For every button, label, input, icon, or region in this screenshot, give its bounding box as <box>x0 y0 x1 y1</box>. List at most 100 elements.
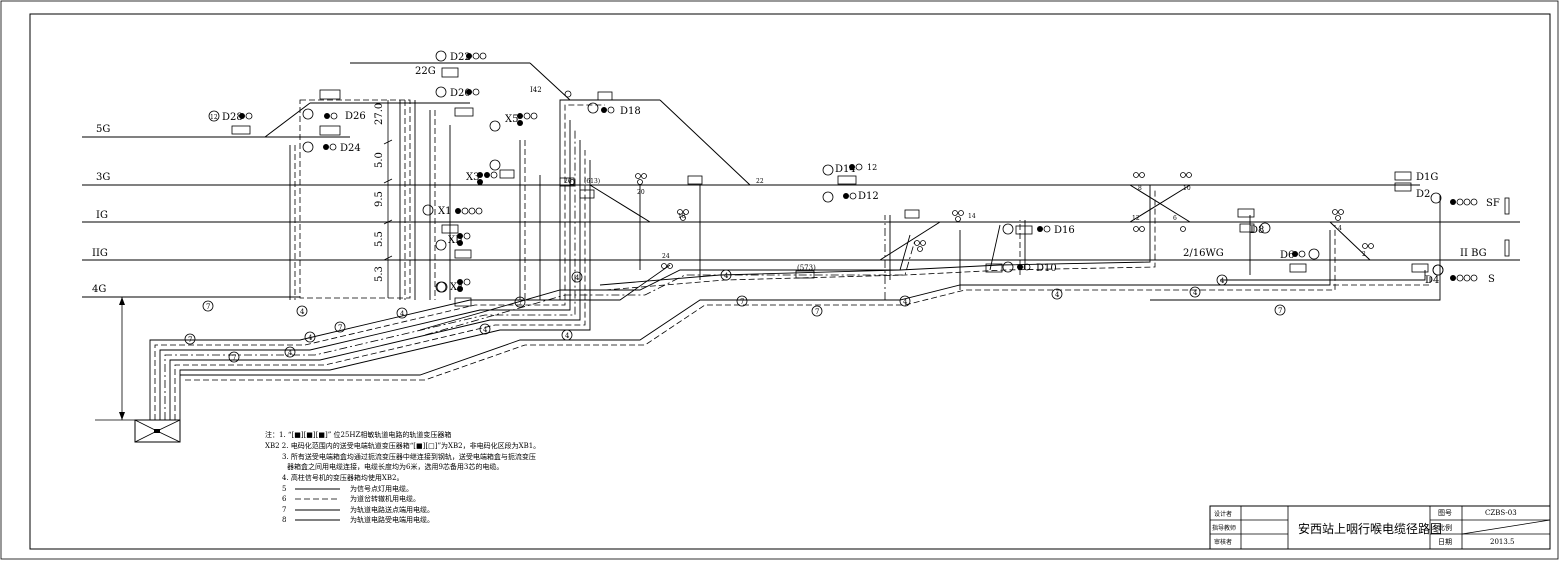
svg-text:4: 4 <box>300 308 305 316</box>
date-value: 2013.5 <box>1490 538 1515 546</box>
svg-text:4: 4 <box>903 298 908 306</box>
svg-text:S: S <box>1488 274 1495 285</box>
marker-4: 4 <box>720 269 732 281</box>
marker-7: 7 <box>334 321 346 333</box>
reviewer-label: 审核者 <box>1214 538 1232 546</box>
track-label-22g: 22G <box>415 66 436 77</box>
svg-text:D1G: D1G <box>1416 172 1438 183</box>
track-label-5g: 5G <box>96 124 110 135</box>
marker-573: (573) <box>795 264 816 279</box>
signal-x3: X3 <box>466 159 515 185</box>
svg-text:4: 4 <box>1193 289 1198 297</box>
svg-text:D4: D4 <box>1425 275 1439 286</box>
svg-text:7: 7 <box>188 336 192 344</box>
signal-sf: SF <box>1450 197 1510 215</box>
track-labels: 5G 3G IG IIG 4G 22G II BG 2/16WG <box>92 66 1487 295</box>
svg-text:D6: D6 <box>1280 250 1294 261</box>
svg-text:D18: D18 <box>620 106 641 117</box>
marker-24 <box>436 281 448 293</box>
svg-text:4: 4 <box>1220 277 1225 285</box>
cable-number-markers: 7 4 7 4 7 4 4 7 7 4 4 4 4 (573) 7 7 4 4 … <box>184 264 1444 363</box>
scale-label: 比例 <box>1438 523 1452 532</box>
svg-text:4: 4 <box>400 310 405 318</box>
svg-text:10: 10 <box>1183 185 1191 192</box>
marker-7: 7 <box>184 333 196 345</box>
svg-text:D8: D8 <box>1250 225 1264 236</box>
marker-4: 4 <box>304 331 316 343</box>
designer-label: 设计者 <box>1214 510 1232 518</box>
note-6: 为道岔转辙机用电缆。 <box>350 494 420 503</box>
svg-text:7: 7 <box>282 506 286 514</box>
svg-text:12: 12 <box>1132 215 1140 222</box>
svg-text:X4: X4 <box>450 282 463 293</box>
left-dimension-arrow <box>95 297 150 421</box>
svg-text:14: 14 <box>968 213 976 220</box>
svg-text:18: 18 <box>678 213 686 220</box>
signal-d28: 12 D28 <box>208 110 253 135</box>
marker-4: 4 <box>571 271 583 283</box>
svg-text:4: 4 <box>1338 225 1342 232</box>
svg-text:2: 2 <box>1362 251 1366 258</box>
svg-text:5: 5 <box>282 485 286 493</box>
marker-4: 4 <box>1216 274 1228 286</box>
svg-text:4: 4 <box>308 334 313 342</box>
marker-7: 7 <box>736 295 748 307</box>
cable-routes <box>149 99 1441 420</box>
note-3a: 3. 所有送受电端箱盒均通过扼流变压器中继连接到钢轨，送受电端箱盒与扼流变压 <box>282 452 536 461</box>
svg-text:4: 4 <box>288 349 293 357</box>
svg-text:D24: D24 <box>340 143 361 154</box>
advisor-label: 指导教师 <box>1212 524 1236 532</box>
notes: 注：1. “[■][■][■]” 位25HZ相敏轨道电路的轨道变压器箱 XB2 … <box>265 430 540 524</box>
svg-text:7: 7 <box>232 354 236 362</box>
drawing-no: CZBS-03 <box>1485 509 1517 517</box>
title-block: 设计者 指导教师 审核者 安西站上咽行喉电缆径路图 图号 CZBS-03 比例 … <box>1209 505 1551 550</box>
svg-text:7: 7 <box>1278 307 1282 315</box>
track-label-ig: IG <box>96 210 108 221</box>
svg-text:D28: D28 <box>222 112 243 123</box>
svg-text:D20: D20 <box>450 88 471 99</box>
svg-text:7: 7 <box>518 299 522 307</box>
svg-text:12: 12 <box>210 114 218 121</box>
svg-text:7: 7 <box>815 308 819 316</box>
note-3b: 器箱盒之间用电缆连接，电缆长度均为6米，选用9芯备用3芯的电缆。 <box>287 462 503 471</box>
signal-d6: D6 <box>1280 248 1320 273</box>
marker-4: 4 <box>284 346 296 358</box>
svg-text:12: 12 <box>867 163 877 172</box>
drawing-title: 安西站上咽行喉电缆径路图 <box>1298 521 1442 536</box>
svg-text:8: 8 <box>1138 185 1142 192</box>
signal-d14: D14 12 <box>822 163 877 185</box>
signal-s: S <box>1450 239 1510 285</box>
marker-24 <box>1432 264 1444 276</box>
marker-7: 7 <box>202 300 214 312</box>
signal-xii: XII <box>435 232 472 259</box>
track-label-216wg: 2/16WG <box>1183 248 1224 259</box>
svg-text:D22: D22 <box>450 52 471 63</box>
signal-d26: D26 <box>302 89 366 122</box>
note-2: XB2 2. 电码化范围内的送受电端轨道变压器箱“[■][□]”为XB2，非电码… <box>265 441 540 450</box>
svg-text:4: 4 <box>1055 291 1060 299</box>
svg-text:26: 26 <box>564 178 572 185</box>
svg-text:7: 7 <box>206 303 210 311</box>
svg-text:SF: SF <box>1486 198 1500 209</box>
svg-text:D26: D26 <box>345 111 366 122</box>
svg-text:D2: D2 <box>1416 189 1430 200</box>
svg-text:D10: D10 <box>1036 263 1057 274</box>
svg-text:4: 4 <box>724 272 729 280</box>
signal-i42: I42 <box>530 86 542 94</box>
svg-text:X5: X5 <box>505 114 518 125</box>
track-lines <box>82 62 1520 298</box>
signal-d12: D12 <box>822 191 879 203</box>
signals: 12 D28 D26 D24 D22 D20 <box>208 50 1510 307</box>
signal-x1: X1 <box>422 204 483 234</box>
svg-text:20: 20 <box>637 189 645 196</box>
marker-4: 4 <box>396 307 408 319</box>
marker-7: 7 <box>228 351 240 363</box>
note-1: 注：1. “[■][■][■]” 位25HZ相敏轨道电路的轨道变压器箱 <box>265 430 451 439</box>
svg-text:D16: D16 <box>1054 225 1075 236</box>
drawing-no-label: 图号 <box>1438 509 1452 517</box>
svg-text:4: 4 <box>575 274 580 282</box>
track-label-iibg: II BG <box>1460 248 1487 259</box>
dim-27: 27.0 <box>374 103 385 125</box>
svg-text:7: 7 <box>338 324 342 332</box>
svg-text:D14: D14 <box>835 164 856 175</box>
